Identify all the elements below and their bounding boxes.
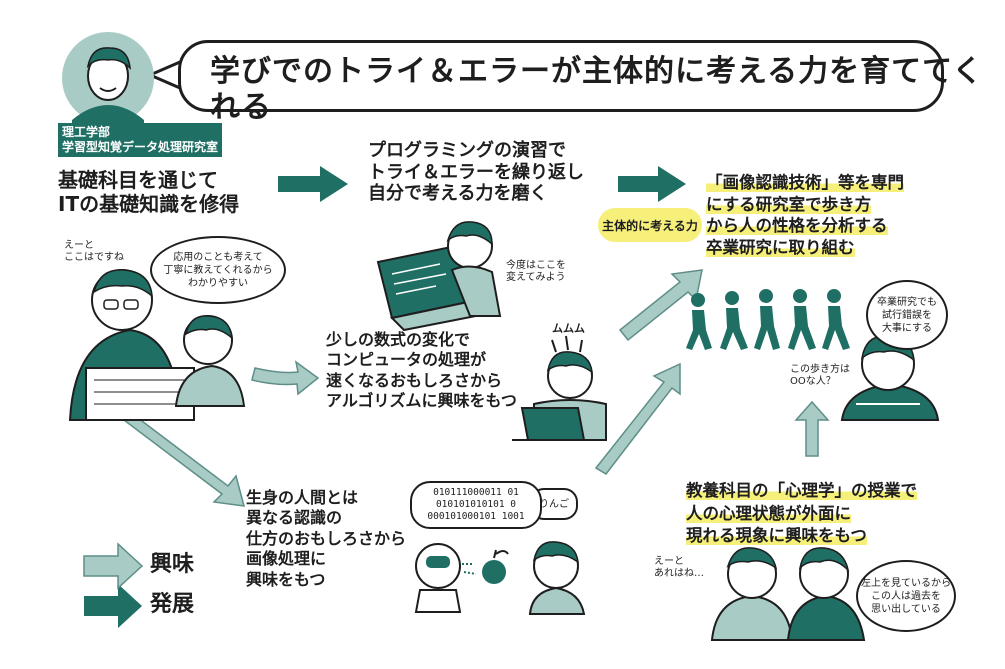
arrow-image-to-research — [594, 362, 681, 475]
step-programming: プログラミングの演習で トライ＆エラーを繰り返し 自分で考える力を磨く — [368, 140, 584, 205]
binary-thought: 010111000011 01 010101010101 0 000101000… — [410, 481, 542, 529]
walking-people — [686, 289, 850, 350]
arrow-psychology-to-research — [794, 400, 830, 457]
step-image-processing: 生身の人間とは 異なる認識の 仕方のおもしろさから 画像処理に 興味をもつ — [246, 488, 407, 589]
speech-teacher-kind: 応用のことも考えて 丁寧に教えてくれるから わかりやすい — [150, 236, 286, 304]
teacher-student-figure — [68, 269, 246, 421]
boy-figure — [528, 541, 586, 615]
step-research: 「画像認識技術」等を専門 にする研究室で歩き方 から人の性格を分析する 卒業研究… — [706, 150, 904, 259]
two-students-figure — [710, 547, 866, 641]
walker-4 — [788, 289, 816, 350]
arrow-algorithm-to-research — [618, 269, 703, 342]
step-psychology: 教養科目の「心理学」の授業で 人の心理状態が外面に 現れる現象に興味をもつ — [686, 458, 917, 547]
step-algorithm: 少しの数式の変化で コンピュータの処理が 速くなるおもしろさから アルゴリズムに… — [326, 330, 517, 411]
speech-arukikata: この歩き方は OOな人？ — [790, 364, 850, 387]
walker-5 — [822, 289, 850, 350]
thinking-power-badge: 主体的に考える力 — [598, 208, 702, 242]
page-title: 学びでのトライ＆エラーが主体的に考える力を育ててくれる — [210, 54, 984, 125]
speech-ee-are: えーと あれはね… — [654, 556, 704, 579]
arrow-programming-to-research — [618, 166, 686, 202]
interest-arrows — [83, 269, 830, 590]
researcher-figure — [840, 335, 940, 421]
programmer-figure — [376, 221, 502, 332]
arrow-to-algorithm — [251, 360, 320, 396]
step-psychology-text: 教養科目の「心理学」の授業で 人の心理状態が外面に 現れる現象に興味をもつ — [686, 481, 917, 545]
step-research-text: 「画像認識技術」等を専門 にする研究室で歩き方 から人の性格を分析する 卒業研究… — [706, 172, 904, 258]
legend-development-label: 発展 — [150, 592, 195, 617]
thinking-student-figure — [512, 335, 607, 441]
legend-arrow-development — [84, 584, 142, 628]
walker-3 — [754, 289, 780, 350]
speaker-avatar — [62, 32, 154, 124]
walker-2 — [720, 291, 748, 350]
speech-trial-error: 卒業研究でも 試行錯誤を 大事にする — [866, 280, 948, 350]
step-basics: 基礎科目を通じて ITの基礎知識を修得 — [58, 168, 240, 216]
speech-hidariue: 左上を見ているから この人は過去を 思い出している — [856, 560, 956, 632]
speech-ee-koko: えーと ここはですね — [64, 240, 124, 263]
title-bubble — [178, 40, 944, 112]
legend-arrow-interest — [83, 542, 144, 590]
legend-interest-label: 興味 — [150, 552, 195, 577]
development-arrows — [84, 166, 686, 628]
speech-mumumu: ムムム — [552, 322, 585, 335]
walker-1 — [686, 293, 712, 350]
speaker-label: 理工学部 学習型知覚データ処理研究室 — [58, 123, 223, 157]
speech-kondo: 今度はここを 変えてみよう — [506, 260, 566, 283]
apple-icon — [482, 549, 509, 584]
arrow-basics-to-programming — [278, 166, 348, 202]
title-bubble-tail — [146, 60, 181, 90]
arrow-to-image-processing — [122, 410, 246, 507]
robot-figure — [414, 543, 477, 613]
